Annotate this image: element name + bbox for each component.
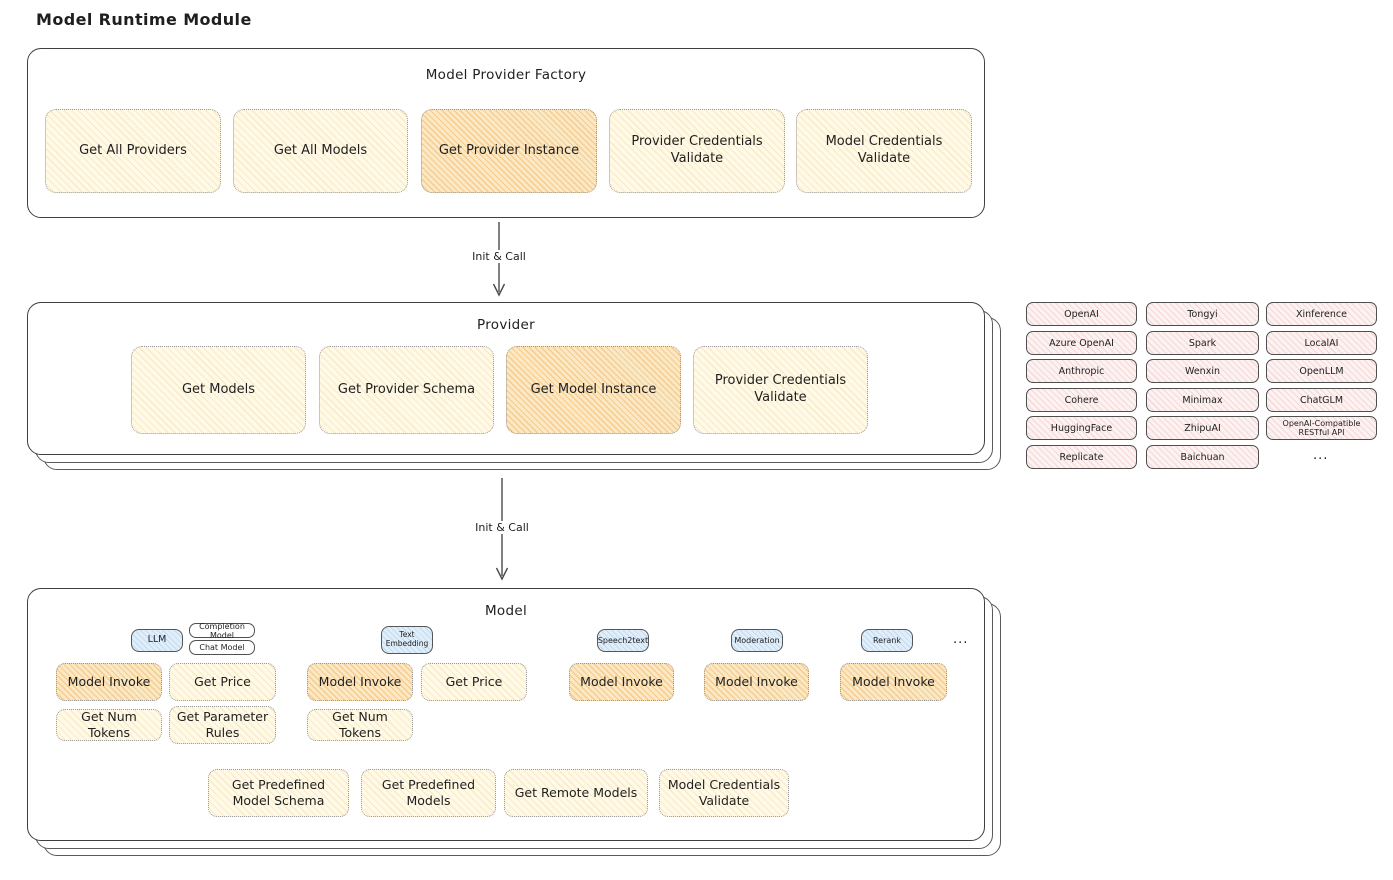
page-title: Model Runtime Module	[36, 10, 252, 29]
speech2text-op-model-invoke: Model Invoke	[569, 663, 674, 701]
model-type-pill-speech2text: Speech2text	[597, 629, 649, 652]
llm-op-get-price: Get Price	[169, 663, 276, 701]
provider-chip-azure-openai: Azure OpenAI	[1026, 331, 1137, 355]
provider-chip-localai: LocalAI	[1266, 331, 1377, 355]
embedding-op-get-price: Get Price	[421, 663, 527, 701]
provider-chip-chatglm: ChatGLM	[1266, 388, 1377, 412]
factory-container: Model Provider Factory Get All Providers…	[27, 48, 985, 218]
provider-list-more: ...	[1313, 448, 1329, 463]
provider-chip-replicate: Replicate	[1026, 445, 1137, 469]
provider-chip-openai: OpenAI	[1026, 302, 1137, 326]
model-op-get-predefined-model-schema: Get Predefined Model Schema	[208, 769, 349, 817]
model-type-pill-completion-model: Completion Model	[189, 622, 255, 640]
moderation-op-model-invoke: Model Invoke	[704, 663, 809, 701]
provider-button-get-model-instance: Get Model Instance	[506, 346, 681, 434]
provider-chip-baichuan: Baichuan	[1146, 445, 1259, 469]
provider-title: Provider	[477, 317, 535, 333]
provider-chip-cohere: Cohere	[1026, 388, 1137, 412]
factory-button-get-all-models: Get All Models	[233, 109, 408, 193]
model-type-pill-rerank: Rerank	[861, 629, 913, 652]
provider-chip-huggingface: HuggingFace	[1026, 416, 1137, 440]
provider-chip-openllm: OpenLLM	[1266, 359, 1377, 383]
llm-op-get-num-tokens: Get Num Tokens	[56, 709, 162, 741]
provider-chip-xinference: Xinference	[1266, 302, 1377, 326]
model-type-pill-text-embedding: Text Embedding	[381, 626, 433, 654]
provider-button-get-models: Get Models	[131, 346, 306, 434]
model-types-more: ...	[953, 632, 969, 647]
model-type-pill-chat-model: Chat Model	[189, 640, 255, 655]
model-op-model-credentials-validate: Model Credentials Validate	[659, 769, 789, 817]
model-op-get-remote-models: Get Remote Models	[504, 769, 648, 817]
provider-chip-openai-compatible: OpenAI-Compatible RESTful API	[1266, 416, 1377, 440]
arrow-label-init-call-1: Init & Call	[467, 250, 531, 263]
llm-op-model-invoke: Model Invoke	[56, 663, 162, 701]
model-op-get-predefined-models: Get Predefined Models	[361, 769, 496, 817]
factory-button-model-credentials-validate: Model Credentials Validate	[796, 109, 972, 193]
provider-button-provider-credentials-validate: Provider Credentials Validate	[693, 346, 868, 434]
embedding-op-model-invoke: Model Invoke	[307, 663, 413, 701]
provider-button-get-provider-schema: Get Provider Schema	[319, 346, 494, 434]
provider-chip-wenxin: Wenxin	[1146, 359, 1259, 383]
provider-chip-zhipuai: ZhipuAI	[1146, 416, 1259, 440]
factory-button-provider-credentials-validate: Provider Credentials Validate	[609, 109, 785, 193]
provider-chip-tongyi: Tongyi	[1146, 302, 1259, 326]
llm-op-get-parameter-rules: Get Parameter Rules	[169, 706, 276, 744]
embedding-op-get-num-tokens: Get Num Tokens	[307, 709, 413, 741]
provider-chip-anthropic: Anthropic	[1026, 359, 1137, 383]
arrow-label-init-call-2: Init & Call	[470, 521, 534, 534]
model-title: Model	[484, 603, 528, 619]
model-type-pill-llm: LLM	[131, 629, 183, 652]
provider-chip-minimax: Minimax	[1146, 388, 1259, 412]
provider-chip-spark: Spark	[1146, 331, 1259, 355]
factory-title: Model Provider Factory	[425, 67, 587, 83]
factory-button-get-provider-instance: Get Provider Instance	[421, 109, 597, 193]
model-type-pill-moderation: Moderation	[731, 629, 783, 652]
model-container: Model LLM Completion Model Chat Model Te…	[27, 588, 985, 841]
provider-container: Provider Get Models Get Provider Schema …	[27, 302, 985, 455]
factory-button-get-all-providers: Get All Providers	[45, 109, 221, 193]
rerank-op-model-invoke: Model Invoke	[840, 663, 947, 701]
